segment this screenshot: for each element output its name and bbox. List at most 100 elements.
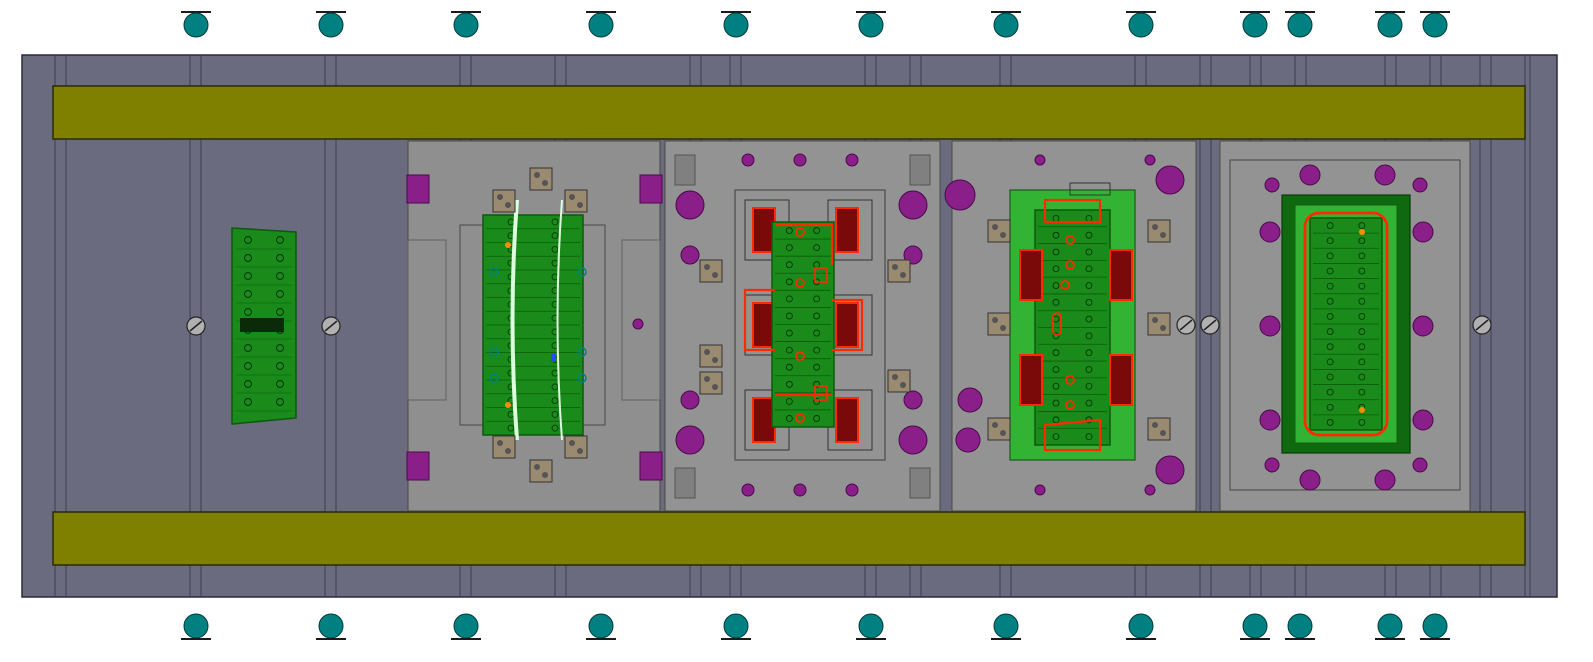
magenta-pilot-pin-icon bbox=[903, 390, 923, 410]
block-bolt bbox=[900, 272, 906, 278]
teal-circle-lifter-icon bbox=[183, 12, 209, 38]
part-hole bbox=[1052, 433, 1060, 441]
part-hole bbox=[1326, 388, 1334, 396]
part-hole bbox=[813, 312, 821, 320]
part-hole bbox=[1358, 313, 1366, 320]
station-3-forming bbox=[664, 140, 941, 512]
block-bolt bbox=[1152, 224, 1158, 230]
part-hole bbox=[785, 295, 793, 303]
slotted-screw-icon bbox=[321, 316, 341, 336]
top-guide bbox=[1069, 182, 1111, 196]
blank-hole bbox=[244, 344, 252, 352]
part-hole bbox=[1085, 265, 1093, 273]
blank-hole bbox=[276, 254, 284, 262]
station-4-drawing bbox=[944, 140, 1197, 512]
teal-circle-lifter-icon bbox=[993, 12, 1019, 38]
part-hole bbox=[1052, 298, 1060, 306]
teal-circle-lifter-icon bbox=[1422, 12, 1448, 38]
magenta-pilot-pin-icon bbox=[1412, 409, 1434, 431]
magenta-pilot-block bbox=[406, 174, 430, 204]
corner-clamp bbox=[674, 154, 696, 186]
part-hole bbox=[785, 261, 793, 269]
magenta-pilot-pin-icon bbox=[1264, 177, 1280, 193]
block-bolt bbox=[1152, 317, 1158, 323]
teal-circle-lifter-icon bbox=[588, 613, 614, 639]
teal-circle-lifter-icon bbox=[1377, 12, 1403, 38]
part-hole bbox=[1052, 282, 1060, 289]
magenta-pilot-pin-icon bbox=[1412, 177, 1428, 193]
screw-slot bbox=[189, 320, 203, 332]
block-bolt bbox=[712, 272, 718, 278]
block-bolt bbox=[569, 194, 575, 200]
part-hole bbox=[813, 227, 821, 234]
part-hole bbox=[813, 415, 821, 422]
part-hole bbox=[813, 244, 821, 252]
red-pierce-hole bbox=[1065, 375, 1075, 385]
block-bolt bbox=[577, 448, 583, 454]
form-punch-red bbox=[835, 207, 859, 253]
magenta-pilot-pin-icon bbox=[1412, 221, 1434, 243]
part-hole bbox=[785, 278, 793, 286]
draw-punch-red bbox=[1019, 354, 1043, 406]
blank-hole bbox=[244, 398, 252, 406]
station-1-part bbox=[231, 227, 297, 425]
red-pierce-hole bbox=[1065, 400, 1075, 410]
part-hole bbox=[1052, 399, 1060, 407]
part-hole bbox=[551, 424, 559, 432]
blank-hole bbox=[276, 308, 284, 316]
block-bolt bbox=[534, 464, 540, 470]
block-bolt bbox=[1000, 232, 1006, 238]
magenta-pilot-pin-icon bbox=[1374, 469, 1396, 491]
stop-block-icon bbox=[564, 435, 588, 459]
stop-block-icon bbox=[529, 459, 553, 483]
station-frame bbox=[1229, 159, 1461, 491]
part-hole bbox=[1358, 419, 1366, 426]
block-bolt bbox=[1160, 430, 1166, 436]
part-hole bbox=[813, 380, 821, 388]
draw-punch-red bbox=[1109, 249, 1133, 301]
magenta-pilot-pin-icon bbox=[1412, 457, 1428, 473]
part-hole bbox=[785, 312, 793, 320]
station-2-details bbox=[406, 167, 663, 483]
part-hole bbox=[1358, 267, 1366, 275]
magenta-pilot-pin-icon bbox=[955, 427, 981, 453]
blank-hole bbox=[244, 362, 252, 370]
part-hole bbox=[785, 415, 793, 422]
part-hole bbox=[1085, 433, 1093, 441]
corner-clamp bbox=[909, 154, 931, 186]
part-hole bbox=[785, 397, 793, 405]
station-5-details bbox=[1229, 159, 1461, 491]
block-bolt bbox=[704, 349, 710, 355]
guide-bushing bbox=[577, 373, 587, 383]
block-bolt bbox=[569, 440, 575, 446]
orange-marker bbox=[1359, 407, 1365, 413]
part-hole bbox=[1358, 328, 1366, 335]
part-hole bbox=[551, 410, 559, 418]
red-slot bbox=[1052, 312, 1062, 336]
part-hole bbox=[1358, 282, 1366, 290]
part-hole bbox=[1085, 332, 1093, 340]
block-bolt bbox=[712, 357, 718, 363]
magenta-pilot-pin-icon bbox=[793, 153, 807, 167]
part-hole bbox=[813, 295, 821, 303]
magenta-pilot-pin-icon bbox=[1374, 164, 1396, 186]
corner-clamp bbox=[909, 467, 931, 499]
blank-hole bbox=[244, 290, 252, 298]
blank-hole bbox=[276, 236, 284, 244]
part-hole bbox=[1052, 248, 1060, 256]
insert-outline bbox=[734, 189, 886, 461]
part-hole bbox=[1052, 416, 1060, 424]
block-bolt bbox=[1160, 232, 1166, 238]
stop-block-icon bbox=[492, 189, 516, 213]
block-bolt bbox=[1000, 325, 1006, 331]
part-hole bbox=[1326, 222, 1334, 229]
magenta-pilot-pin-icon bbox=[1299, 469, 1321, 491]
block-bolt bbox=[900, 382, 906, 388]
teal-circle-lifter-icon bbox=[1422, 613, 1448, 639]
screw-slot bbox=[1475, 319, 1489, 331]
teal-circle-lifter-icon bbox=[588, 12, 614, 38]
magenta-pilot-pin-icon bbox=[1034, 154, 1046, 166]
magenta-pilot-pin-icon bbox=[1299, 164, 1321, 186]
red-pierce-hole bbox=[795, 227, 805, 237]
